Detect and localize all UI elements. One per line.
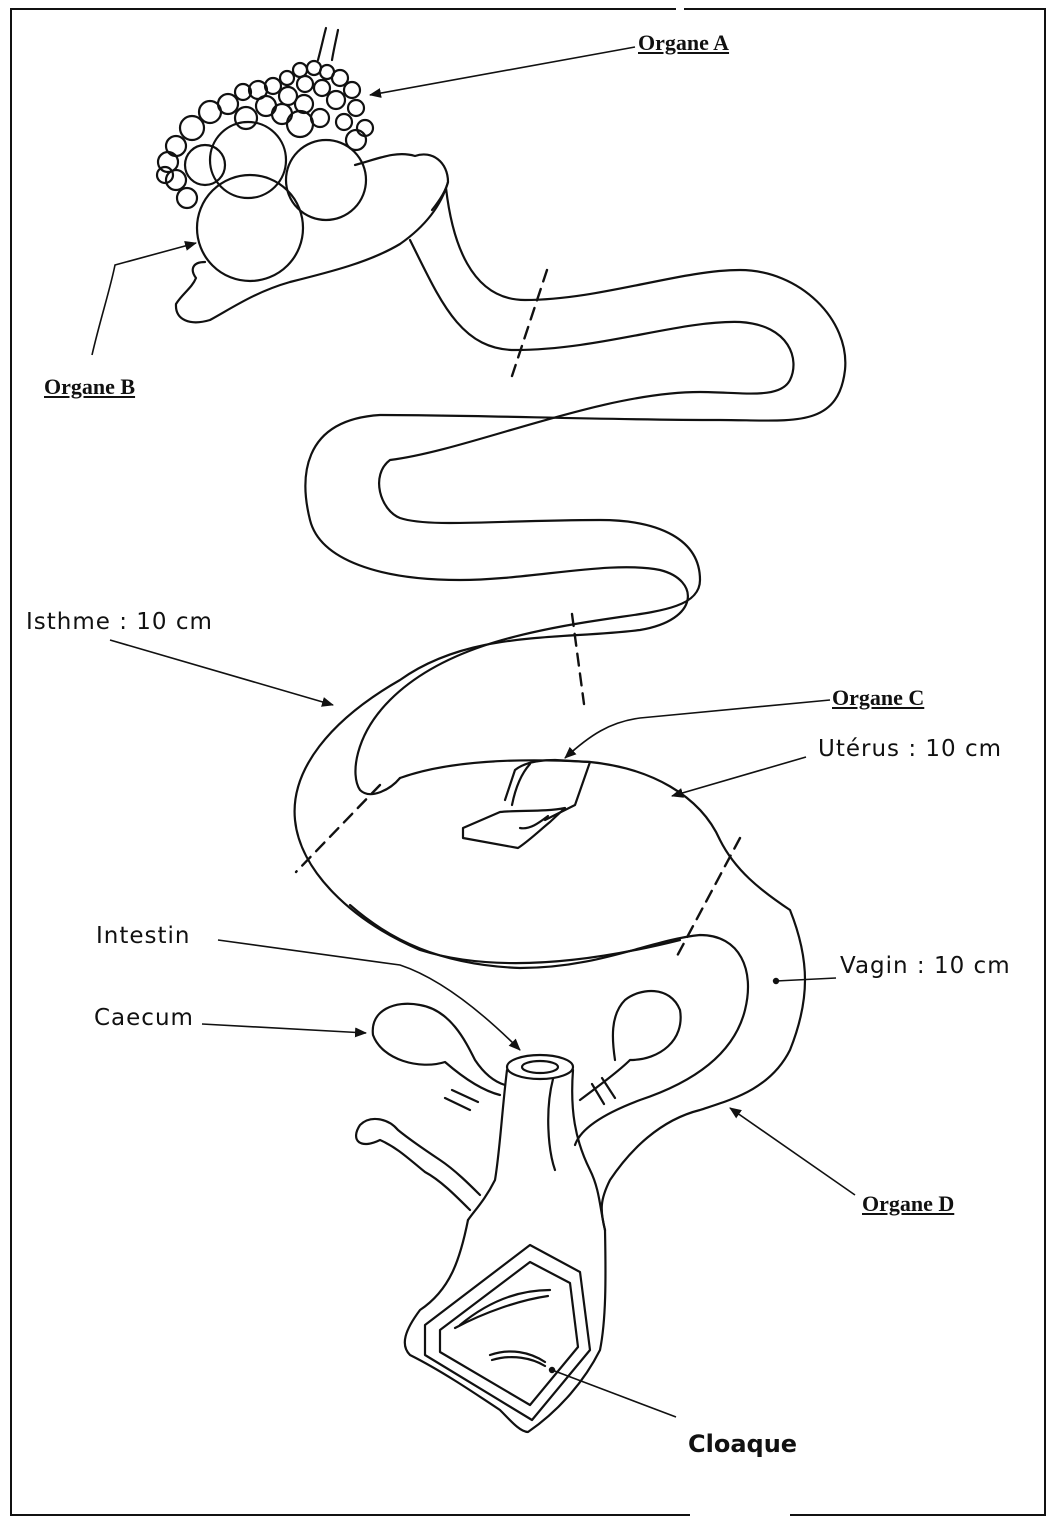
label-organe-c: Organe C: [832, 685, 924, 711]
intestine-lumen-inner: [522, 1061, 558, 1073]
infundibulum-outline: [176, 154, 448, 322]
label-organe-b: Organe B: [44, 374, 135, 400]
caecum-right: [580, 991, 681, 1100]
label-intestin: Intestin: [96, 923, 191, 949]
label-caecum: Caecum: [94, 1005, 194, 1031]
label-organe-d: Organe D: [862, 1191, 954, 1217]
label-cloaque: Cloaque: [688, 1430, 797, 1458]
magnum-inner: [355, 240, 793, 794]
ovary-follicles: [157, 28, 373, 281]
label-organe-a: Organe A: [638, 30, 729, 56]
uterus-outline: [400, 760, 805, 1230]
magnum-outer: [295, 188, 846, 963]
intestine-lumen-outer: [507, 1055, 573, 1079]
label-uterus: Utérus : 10 cm: [818, 736, 1002, 762]
uterus-window: [463, 760, 590, 848]
label-isthme: Isthme : 10 cm: [26, 609, 213, 635]
label-vagin: Vagin : 10 cm: [840, 953, 1011, 979]
